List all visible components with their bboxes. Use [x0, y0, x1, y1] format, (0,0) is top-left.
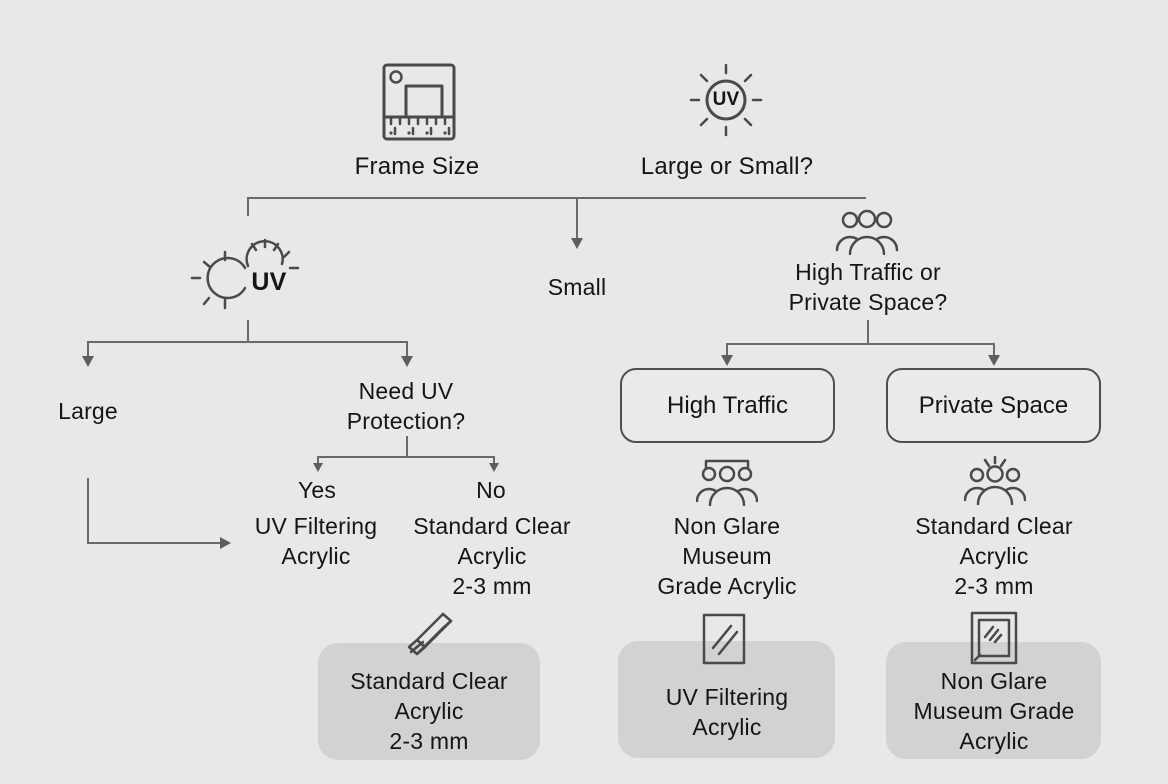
- small-result-label: Standard Clear Acrylic 2-3 mm: [350, 668, 508, 754]
- yes-outcome-label: UV Filtering Acrylic: [254, 513, 378, 569]
- frame-ruler-icon: [382, 63, 456, 141]
- no-outcome-label: Standard Clear Acrylic 2-3 mm: [413, 513, 571, 599]
- high-traffic-label: High Traffic: [667, 391, 788, 419]
- high-traffic-result-label: UV Filtering Acrylic: [665, 684, 789, 740]
- size-question-label: Large or Small?: [640, 153, 814, 180]
- glass-sheet-icon: [702, 613, 746, 665]
- uv-sun-badge-label: UV: [712, 89, 740, 110]
- result-card-small: [318, 643, 540, 760]
- no-label: No: [476, 477, 506, 503]
- high-traffic-box: High Traffic: [620, 368, 835, 443]
- uv-suns-badge-label: UV: [251, 268, 287, 296]
- framed-glass-icon: [970, 611, 1018, 665]
- yes-label: Yes: [297, 477, 337, 503]
- result-card-high-traffic: [618, 641, 835, 758]
- small-branch-label: Small: [547, 274, 607, 300]
- private-space-result-label: Non Glare Museum Grade Acrylic: [913, 668, 1075, 754]
- acrylic-bar-icon: [404, 609, 456, 663]
- people-sparkle-icon: [964, 455, 1026, 505]
- private-space-box: Private Space: [886, 368, 1101, 443]
- private-space-outcome-label: Standard Clear Acrylic 2-3 mm: [915, 513, 1073, 599]
- traffic-question-label: High Traffic or Private Space?: [788, 259, 948, 315]
- uv-suns-icon: [176, 236, 310, 324]
- uv-sun-icon: [683, 57, 769, 143]
- large-branch-label: Large: [58, 398, 118, 424]
- museum-visitors-icon: [696, 458, 758, 506]
- frame-size-label: Frame Size: [354, 153, 480, 180]
- people-group-icon: [835, 209, 899, 255]
- need-uv-question-label: Need UV Protection?: [346, 378, 466, 434]
- high-traffic-outcome-label: Non Glare Museum Grade Acrylic: [657, 513, 797, 599]
- private-space-label: Private Space: [918, 391, 1069, 419]
- result-card-private-space: [886, 642, 1101, 759]
